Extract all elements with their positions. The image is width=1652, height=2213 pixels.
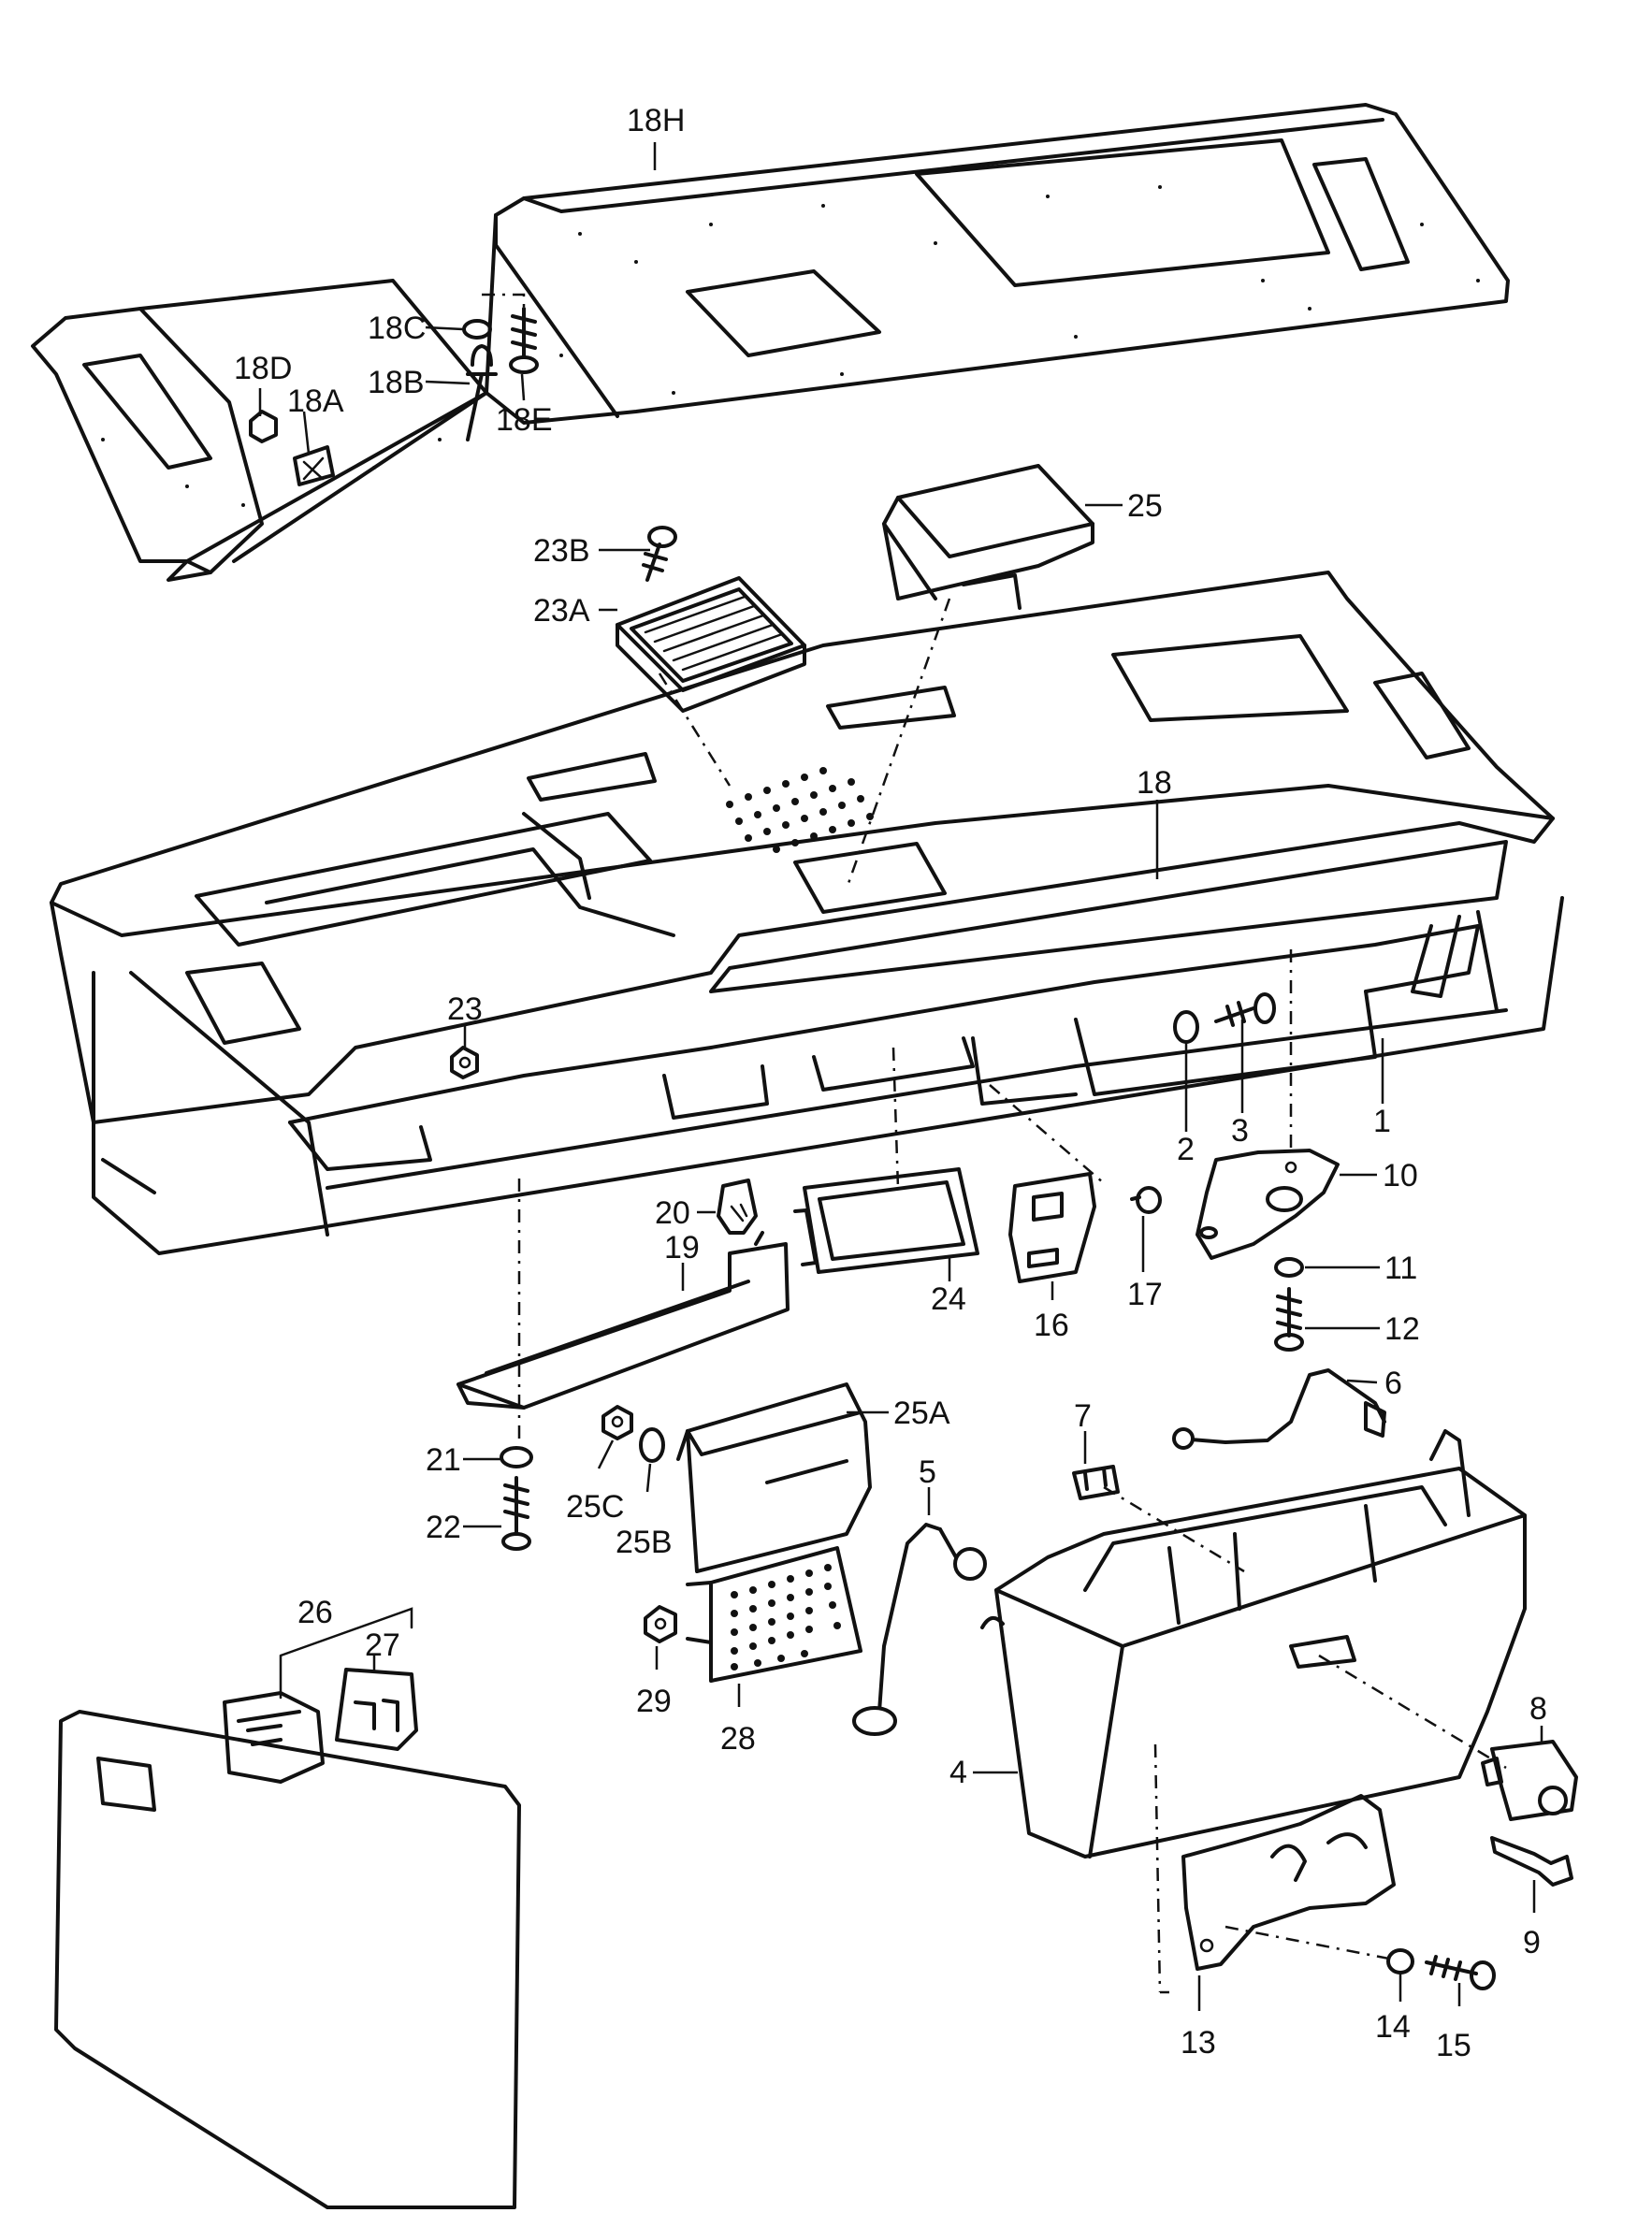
ashtray-25A: [676, 1382, 872, 1573]
label-9: 9: [1523, 1925, 1541, 1960]
label-25B: 25B: [616, 1525, 673, 1560]
label-25: 25: [1127, 488, 1163, 524]
switch-27: [335, 1668, 418, 1751]
label-29: 29: [636, 1684, 672, 1719]
cable-6: [1172, 1368, 1386, 1450]
grille-28: [686, 1546, 862, 1683]
label-20: 20: [655, 1195, 690, 1231]
cable-5: [852, 1523, 987, 1736]
label-21: 21: [426, 1442, 461, 1478]
screw-22: [501, 1476, 531, 1551]
screw-23B: [642, 526, 677, 582]
dashboard-18: [50, 571, 1564, 1255]
upper-trim-panel-18H: [31, 103, 1510, 582]
washer-14: [1386, 1948, 1414, 1974]
screw-15: [1425, 1955, 1496, 1990]
washer-25B: [639, 1427, 665, 1463]
label-28: 28: [720, 1721, 756, 1757]
dashed-assembly-lines: [279, 598, 1507, 1994]
label-4: 4: [949, 1755, 967, 1790]
bulb-17: [1130, 1186, 1162, 1214]
label-18E: 18E: [496, 402, 553, 438]
label-10: 10: [1383, 1158, 1418, 1193]
label-18A: 18A: [287, 383, 344, 419]
label-17: 17: [1127, 1277, 1163, 1312]
label-23: 23: [447, 991, 483, 1027]
lock-8: [1481, 1740, 1578, 1821]
label-26: 26: [297, 1595, 333, 1630]
clip-7: [1072, 1465, 1120, 1500]
washer-21: [500, 1446, 533, 1468]
label-25A: 25A: [893, 1396, 950, 1431]
label-27: 27: [365, 1627, 400, 1663]
glove-box-lid: [54, 1710, 521, 2209]
label-18D: 18D: [234, 351, 292, 386]
label-25C: 25C: [566, 1489, 624, 1525]
fasteners-18: [249, 293, 539, 486]
nut-29: [644, 1605, 677, 1643]
knob-20: [717, 1179, 758, 1235]
label-3: 3: [1231, 1113, 1249, 1149]
label-13: 13: [1181, 2025, 1216, 2061]
label-8: 8: [1529, 1691, 1547, 1727]
label-18C: 18C: [368, 311, 426, 346]
label-12: 12: [1384, 1311, 1420, 1347]
washer-2: [1173, 1010, 1199, 1044]
upper-trim-speckle: [101, 185, 1480, 507]
bracket-10: [1196, 1149, 1340, 1260]
label-18B: 18B: [368, 365, 425, 400]
label-1: 1: [1373, 1104, 1391, 1139]
washer-11: [1274, 1257, 1304, 1278]
ashtray-25: [882, 464, 1094, 610]
label-14: 14: [1375, 2009, 1411, 2045]
label-16: 16: [1034, 1308, 1069, 1343]
key-9: [1490, 1836, 1573, 1887]
label-2: 2: [1177, 1132, 1195, 1167]
nut-25C: [601, 1405, 633, 1440]
label-22: 22: [426, 1510, 461, 1545]
nut-23: [450, 1046, 479, 1079]
label-19: 19: [664, 1230, 700, 1266]
label-6: 6: [1384, 1366, 1402, 1401]
label-23B: 23B: [533, 533, 590, 569]
label-18: 18: [1137, 765, 1172, 801]
label-24: 24: [931, 1281, 966, 1317]
switch-26: [223, 1691, 325, 1784]
label-15: 15: [1436, 2028, 1471, 2063]
switch-16: [1008, 1172, 1096, 1283]
label-5: 5: [919, 1454, 936, 1490]
lamp-24: [793, 1167, 979, 1274]
label-18H: 18H: [627, 103, 685, 138]
screw-3: [1214, 992, 1276, 1027]
leader-lines: [258, 142, 1543, 2011]
screw-12: [1274, 1287, 1304, 1352]
speaker-hole-pattern: [726, 767, 874, 853]
bracket-13: [1181, 1794, 1396, 1971]
handle-19: [456, 1231, 790, 1410]
label-23A: 23A: [533, 593, 590, 629]
label-11: 11: [1384, 1251, 1417, 1286]
part-labels: 18H 18C 18D 18A 18B 18E 23B 23A 25 18 23…: [234, 103, 1547, 2063]
label-7: 7: [1074, 1398, 1092, 1434]
glove-box-4: [980, 1429, 1527, 1859]
speaker-grille-23A: [616, 576, 806, 713]
